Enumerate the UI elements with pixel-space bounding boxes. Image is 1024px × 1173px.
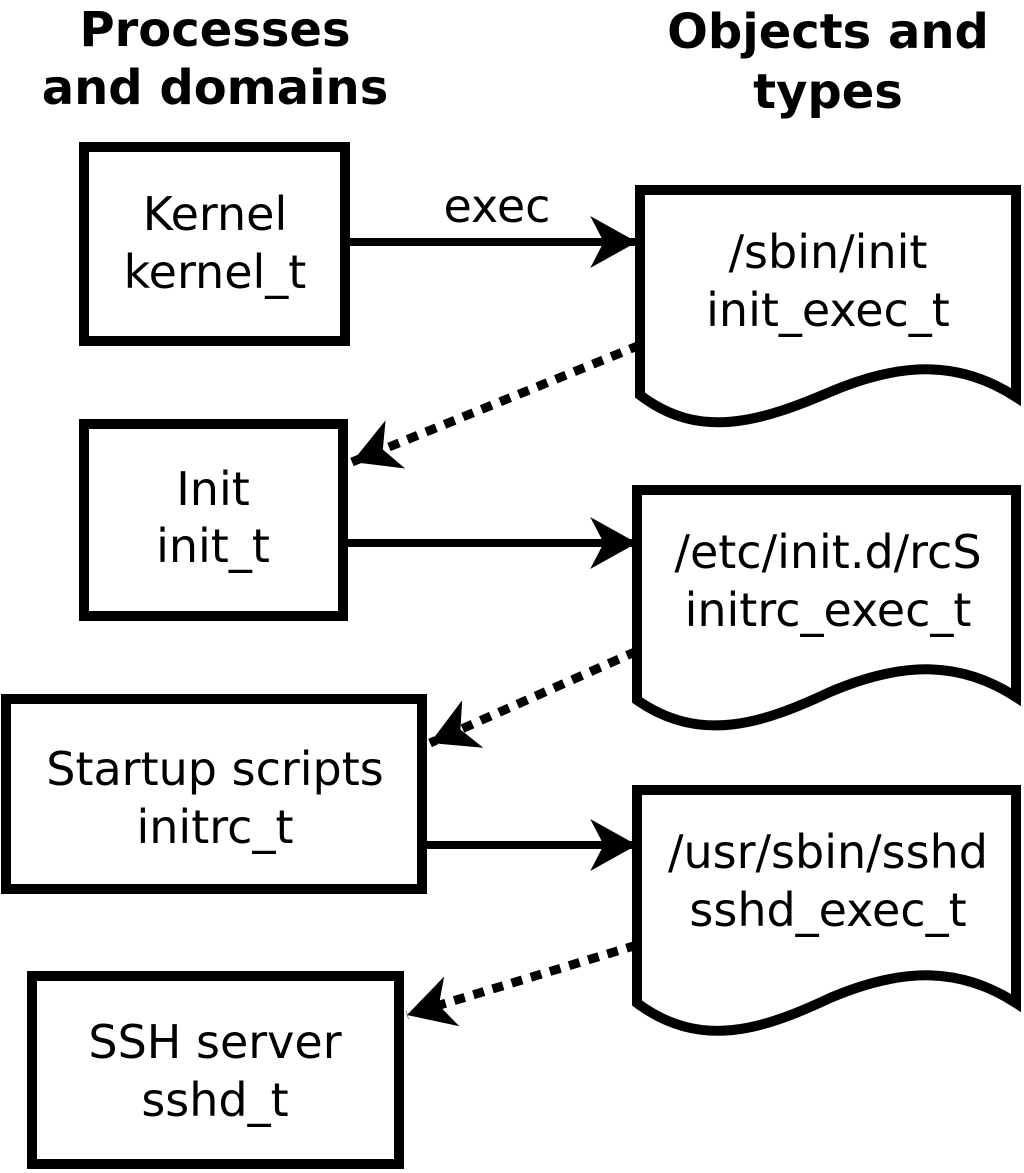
- process-box-ssh-server-name: SSH server: [88, 1015, 341, 1069]
- object-doc-usr-sbin-sshd-path: /usr/sbin/sshd: [668, 825, 988, 879]
- process-box-init-name: Init: [176, 462, 250, 516]
- objects-column-header: Objects and types: [667, 4, 989, 120]
- transition-arrow-init-exec-to-init: [350, 340, 642, 469]
- process-box-startup-scripts-type: initrc_t: [137, 800, 294, 854]
- object-doc-sbin-init-path: /sbin/init: [729, 225, 928, 279]
- object-doc-usr-sbin-sshd-shape: [632, 785, 1021, 1036]
- process-box-kernel-name: Kernel: [143, 187, 288, 241]
- exec-arrow-label: exec: [444, 179, 551, 233]
- process-box-init-shape: [79, 419, 348, 621]
- process-box-kernel-shape: [79, 142, 350, 346]
- process-box-ssh-server-shape: [27, 971, 404, 1169]
- processes-header-line1: Processes: [79, 2, 350, 58]
- object-doc-etc-initd-rcS-shape: [632, 485, 1021, 731]
- process-box-startup-scripts-name: Startup scripts: [46, 742, 384, 796]
- transition-arrow-initrc-exec-to-initrc: [428, 646, 639, 748]
- process-box-startup-scripts: Startup scripts initrc_t: [1, 694, 427, 894]
- object-doc-sbin-init-type: init_exec_t: [706, 283, 950, 337]
- object-doc-etc-initd-rcS-type: initrc_exec_t: [685, 583, 972, 637]
- transition-arrow-sshd-exec-to-sshd: [405, 940, 639, 1027]
- processes-header-line2: and domains: [42, 60, 389, 116]
- object-doc-etc-initd-rcS-path: /etc/init.d/rcS: [674, 525, 981, 579]
- object-doc-sbin-init-shape: [635, 185, 1021, 428]
- process-box-init-type: init_t: [156, 519, 270, 573]
- process-box-kernel: Kernel kernel_t: [79, 142, 350, 346]
- object-doc-etc-initd-rcS: /etc/init.d/rcS initrc_exec_t: [632, 485, 1021, 731]
- process-box-ssh-server: SSH server sshd_t: [27, 971, 404, 1169]
- process-box-kernel-type: kernel_t: [124, 245, 307, 299]
- objects-header-line1: Objects and: [667, 4, 989, 60]
- process-box-startup-scripts-shape: [1, 694, 427, 894]
- processes-column-header: Processes and domains: [42, 2, 389, 116]
- object-doc-usr-sbin-sshd: /usr/sbin/sshd sshd_exec_t: [632, 785, 1021, 1036]
- objects-header-line2: types: [753, 64, 903, 120]
- object-doc-usr-sbin-sshd-type: sshd_exec_t: [689, 883, 966, 937]
- object-doc-sbin-init: /sbin/init init_exec_t: [635, 185, 1021, 428]
- process-box-init: Init init_t: [79, 419, 348, 621]
- process-box-ssh-server-type: sshd_t: [141, 1073, 288, 1127]
